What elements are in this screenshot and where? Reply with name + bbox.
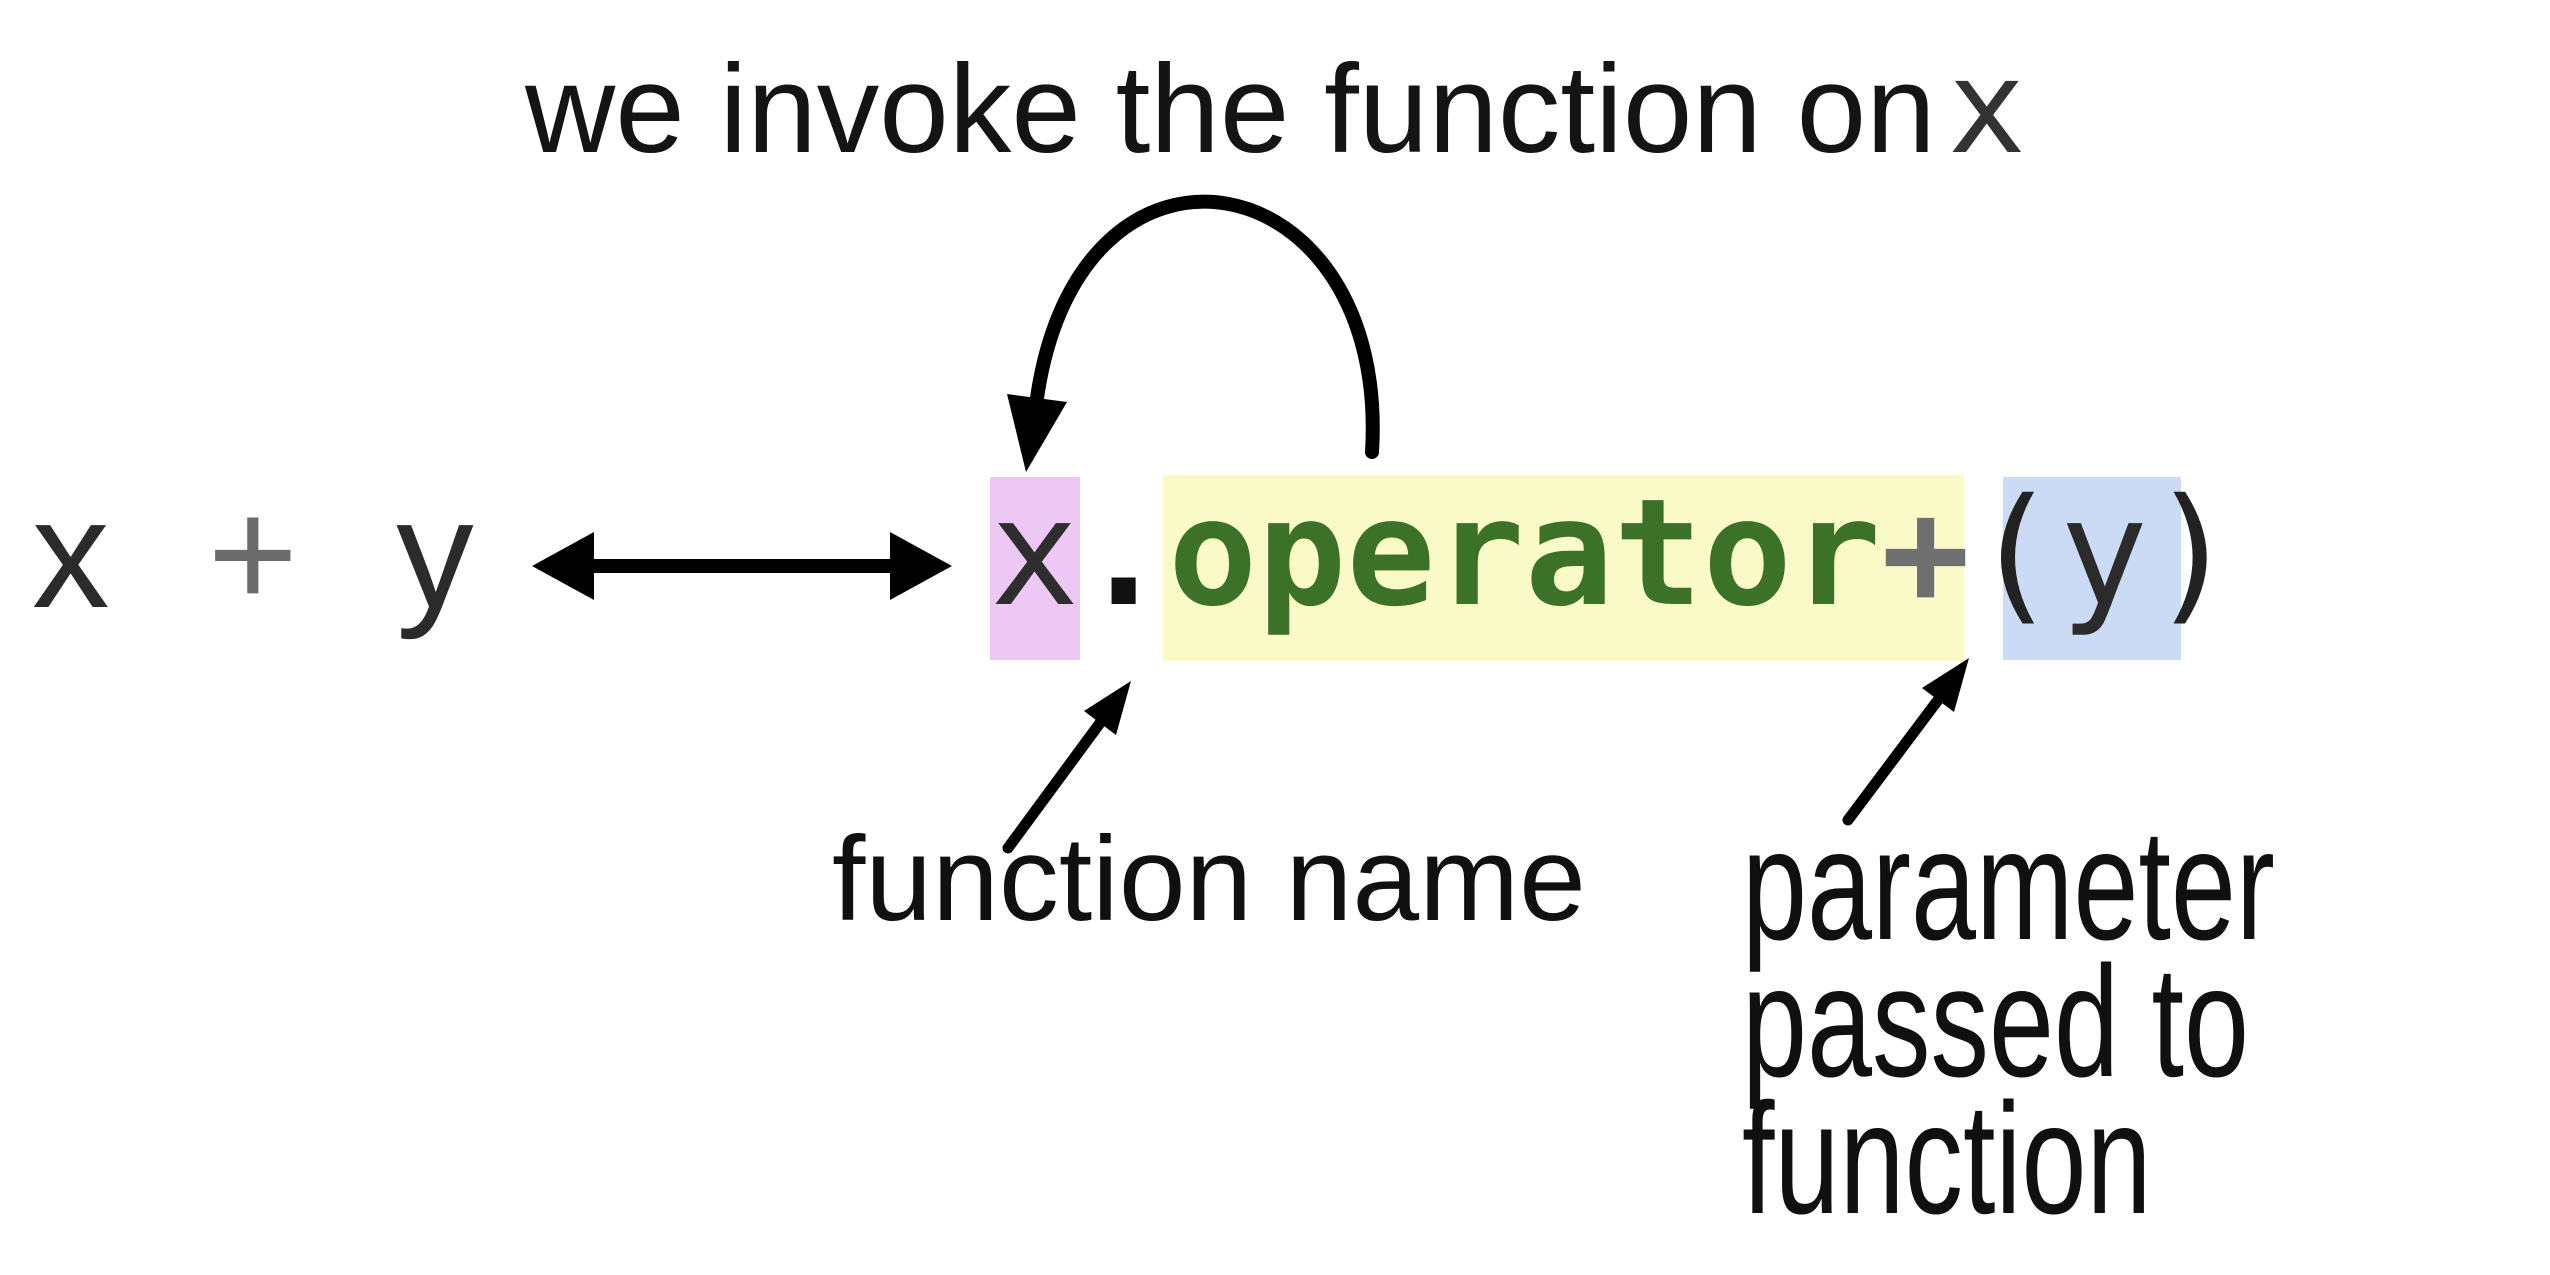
code-operator-symbol: +: [1881, 467, 1971, 639]
top-caption-code-x: x: [1947, 31, 2026, 183]
function-name-arrow: [1002, 681, 1131, 854]
code-dot: .: [1079, 467, 1169, 639]
argument-highlight: [2003, 477, 2181, 660]
parameter-label: parameter passed to function: [1742, 797, 2275, 1247]
parameter-label-line1: parameter: [1742, 797, 2275, 973]
parameter-label-line2: passed to: [1742, 934, 2250, 1110]
top-caption-text: we invoke the function on: [525, 40, 1936, 179]
code-close-paren: ): [2148, 467, 2238, 639]
top-caption: we invoke the function onx: [525, 42, 2026, 172]
left-expression: x + y: [32, 476, 474, 631]
code-open-paren: (: [1970, 467, 2060, 639]
code-expression: x.operator+(y): [990, 479, 2237, 627]
left-expression-y: y: [396, 467, 474, 640]
left-expression-x: x: [32, 467, 110, 640]
function-name-highlight: [1163, 475, 1964, 661]
left-expression-plus: +: [207, 467, 299, 640]
parameter-label-line3: function: [1742, 1071, 2152, 1247]
receiver-highlight: [990, 477, 1080, 660]
parameter-arrow: [1842, 658, 1969, 826]
equivalence-double-arrow: [532, 532, 952, 600]
code-argument: y: [2059, 467, 2149, 639]
function-name-label: function name: [832, 812, 1586, 946]
code-function-name: operator: [1168, 467, 1882, 639]
invoke-on-x-curved-arrow: [1007, 194, 1380, 472]
code-receiver: x: [990, 467, 1080, 639]
